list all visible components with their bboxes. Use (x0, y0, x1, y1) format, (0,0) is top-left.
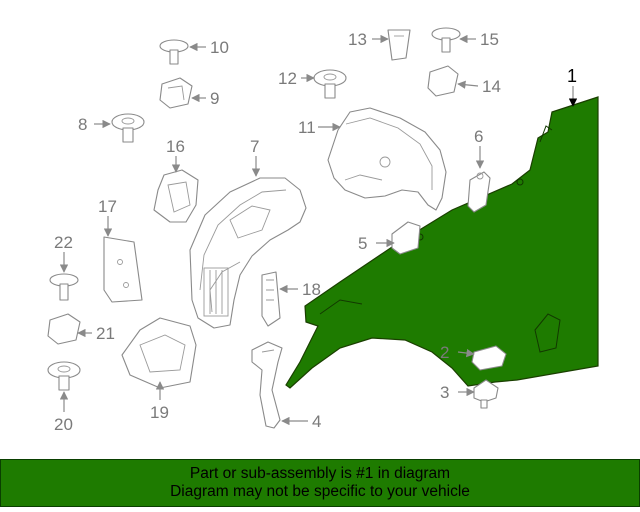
screw-part-15[interactable] (431, 27, 461, 53)
parts-diagram: 1 2 3 4 5 6 7 8 9 10 11 12 13 14 15 16 1… (47, 27, 599, 434)
banner-line-1: Part or sub-assembly is #1 in diagram (189, 465, 451, 482)
callout-12[interactable]: 12 (278, 69, 297, 88)
diagram-notice-banner: Part or sub-assembly is #1 in diagram Di… (0, 459, 640, 507)
bolt-part-3[interactable] (473, 379, 499, 409)
fender-part[interactable] (285, 96, 599, 389)
splash-shield-part[interactable] (327, 107, 447, 211)
callout-10[interactable]: 10 (210, 38, 229, 57)
callout-20[interactable]: 20 (54, 415, 73, 434)
nut-part-9[interactable] (159, 77, 193, 109)
callout-19[interactable]: 19 (150, 403, 169, 422)
bracket-part-4[interactable] (251, 341, 283, 429)
nut-part-14[interactable] (427, 65, 459, 97)
bracket-part-6[interactable] (467, 171, 491, 213)
callout-11[interactable]: 11 (298, 118, 316, 137)
clip-part-2[interactable] (471, 345, 507, 371)
callout-18[interactable]: 18 (302, 280, 321, 299)
callout-2[interactable]: 2 (440, 343, 449, 362)
panel-part-17[interactable] (103, 236, 143, 303)
banner-line-2: Diagram may not be specific to your vehi… (170, 483, 470, 500)
callout-22[interactable]: 22 (54, 233, 73, 252)
screw-part-22[interactable] (49, 273, 79, 301)
nut-part-21[interactable] (47, 313, 81, 345)
screw-part-10[interactable] (159, 39, 189, 65)
callout-1[interactable]: 1 (567, 66, 577, 86)
lower-shield-part[interactable] (121, 317, 197, 389)
bracket-part-16[interactable] (153, 169, 199, 223)
rivet-part-12[interactable] (313, 69, 347, 99)
clip-part-13[interactable] (387, 29, 411, 61)
callout-4[interactable]: 4 (312, 412, 321, 431)
callout-16[interactable]: 16 (166, 137, 185, 156)
leader-lines (59, 34, 578, 426)
callout-9[interactable]: 9 (210, 89, 219, 108)
callout-3[interactable]: 3 (440, 383, 449, 402)
callout-13[interactable]: 13 (348, 30, 367, 49)
callout-6[interactable]: 6 (474, 127, 483, 146)
fender-liner-part[interactable] (189, 177, 307, 329)
bracket-part-18[interactable] (261, 271, 281, 327)
callout-5[interactable]: 5 (358, 234, 367, 253)
bracket-part-5[interactable] (391, 221, 421, 255)
callout-21[interactable]: 21 (96, 324, 115, 343)
callout-15[interactable]: 15 (480, 30, 499, 49)
callout-14[interactable]: 14 (482, 77, 501, 96)
callout-8[interactable]: 8 (78, 115, 87, 134)
rivet-part-20[interactable] (47, 361, 81, 391)
callout-7[interactable]: 7 (250, 137, 259, 156)
callout-17[interactable]: 17 (98, 197, 117, 216)
rivet-part-8[interactable] (111, 113, 145, 143)
